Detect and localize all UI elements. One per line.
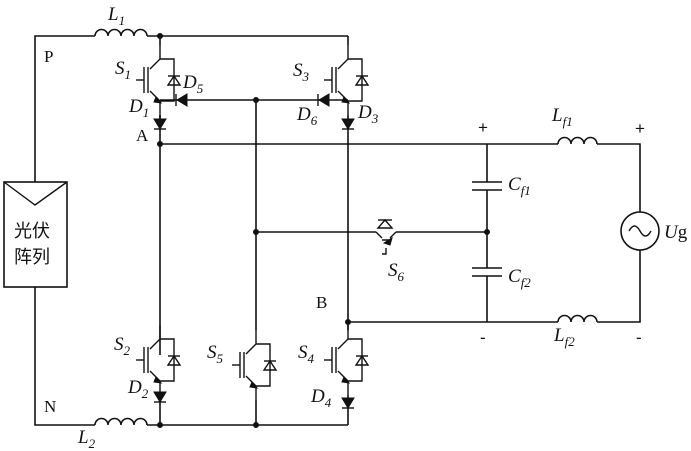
- cap-minus-sign: -: [480, 328, 486, 347]
- diode-d2: [154, 392, 166, 402]
- label-s2: S2: [114, 334, 131, 358]
- label-d5: D5: [182, 72, 204, 96]
- junction-dots: [158, 34, 490, 428]
- label-d6: D6: [296, 104, 318, 128]
- node-n-label: N: [44, 397, 56, 416]
- label-ug: Ug: [664, 222, 688, 243]
- switch-s4: [324, 325, 368, 395]
- label-s6: S6: [388, 260, 405, 284]
- pv-label-line2: 阵列: [14, 247, 50, 268]
- inductor-l2: [95, 419, 147, 425]
- label-s1: S1: [115, 58, 131, 82]
- label-d1: D1: [128, 96, 149, 120]
- label-lf1: Lf1: [551, 105, 573, 129]
- diode-d6: [318, 94, 329, 106]
- capacitor-cf1: [472, 182, 502, 190]
- label-s5: S5: [207, 342, 224, 366]
- pv-label-line1: 光伏: [14, 221, 50, 242]
- node-a-label: A: [136, 126, 149, 145]
- cap-plus-sign: +: [478, 118, 488, 137]
- grid-minus-sign: -: [636, 328, 642, 347]
- node-p-label: P: [44, 47, 53, 66]
- switch-s2: [136, 325, 180, 395]
- label-d4: D4: [310, 386, 332, 410]
- node-b-label: B: [316, 293, 327, 312]
- diode-d5: [176, 94, 187, 106]
- label-l2: L2: [77, 427, 96, 451]
- grid-plus-sign: +: [635, 119, 645, 138]
- diode-d4: [342, 398, 354, 408]
- capacitor-cf2: [472, 268, 502, 276]
- pv-array: 光伏 阵列: [4, 182, 67, 287]
- label-cf2: Cf2: [508, 266, 531, 290]
- label-s3: S3: [293, 60, 310, 84]
- label-d2: D2: [127, 377, 149, 401]
- label-s4: S4: [298, 342, 315, 366]
- inductor-lf2: [558, 316, 597, 323]
- inductor-l1: [95, 30, 147, 37]
- label-l1: L1: [107, 4, 125, 28]
- switch-s5: [232, 330, 276, 400]
- switch-s6: [372, 220, 400, 254]
- grid-source: [621, 212, 659, 250]
- label-cf1: Cf1: [508, 174, 531, 198]
- label-d3: D3: [357, 102, 379, 126]
- inductor-lf1: [558, 138, 597, 145]
- label-lf2: Lf2: [553, 325, 575, 349]
- diode-d3: [342, 119, 354, 129]
- diode-d1: [154, 119, 166, 129]
- grid-wires: [597, 144, 640, 322]
